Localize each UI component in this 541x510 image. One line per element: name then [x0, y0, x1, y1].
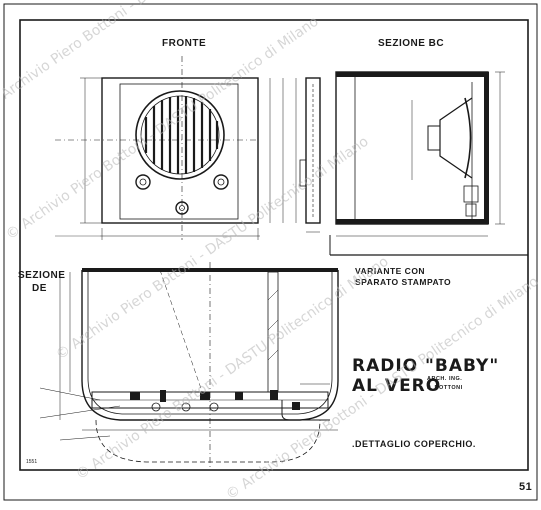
inner-frame [19, 19, 529, 471]
watermark-text-5: © Archivio Piero Bottoni - DASTU Politec… [223, 274, 541, 504]
side-profile [295, 77, 321, 233]
front-view [55, 56, 284, 240]
volume-knob-icon [213, 174, 229, 190]
archive-number: 1551 [26, 459, 37, 465]
label-fronte: FRONTE [162, 38, 206, 49]
label-sezione-de-2: DE [32, 283, 47, 294]
label-variante-1: VARIANTE CON [355, 266, 425, 276]
tuning-knob-icon [135, 174, 151, 190]
label-sezione-de-1: SEZIONE [18, 270, 65, 281]
author-line-1: ARCH. ING. [427, 376, 462, 382]
author-line-2: P. BOTTONI [427, 385, 463, 391]
label-dettaglio-coperchio: .DETTAGLIO COPERCHIO. [352, 439, 476, 449]
label-sezione-bc: SEZIONE BC [378, 38, 444, 49]
page-number: 51 [519, 481, 532, 493]
speaker-grille-icon [135, 90, 225, 180]
section-de-view [39, 262, 339, 470]
title-line-2: AL VERO [352, 376, 441, 396]
watermark-text-4: © Archivio Piero Bottoni - DASTU Politec… [73, 254, 391, 484]
sheet-border [3, 3, 538, 501]
section-bc-view [335, 71, 505, 237]
variant-section [281, 400, 330, 421]
title-line-1: RADIO "BABY" [352, 356, 499, 376]
label-variante-2: SPARATO STAMPATO [355, 277, 451, 287]
